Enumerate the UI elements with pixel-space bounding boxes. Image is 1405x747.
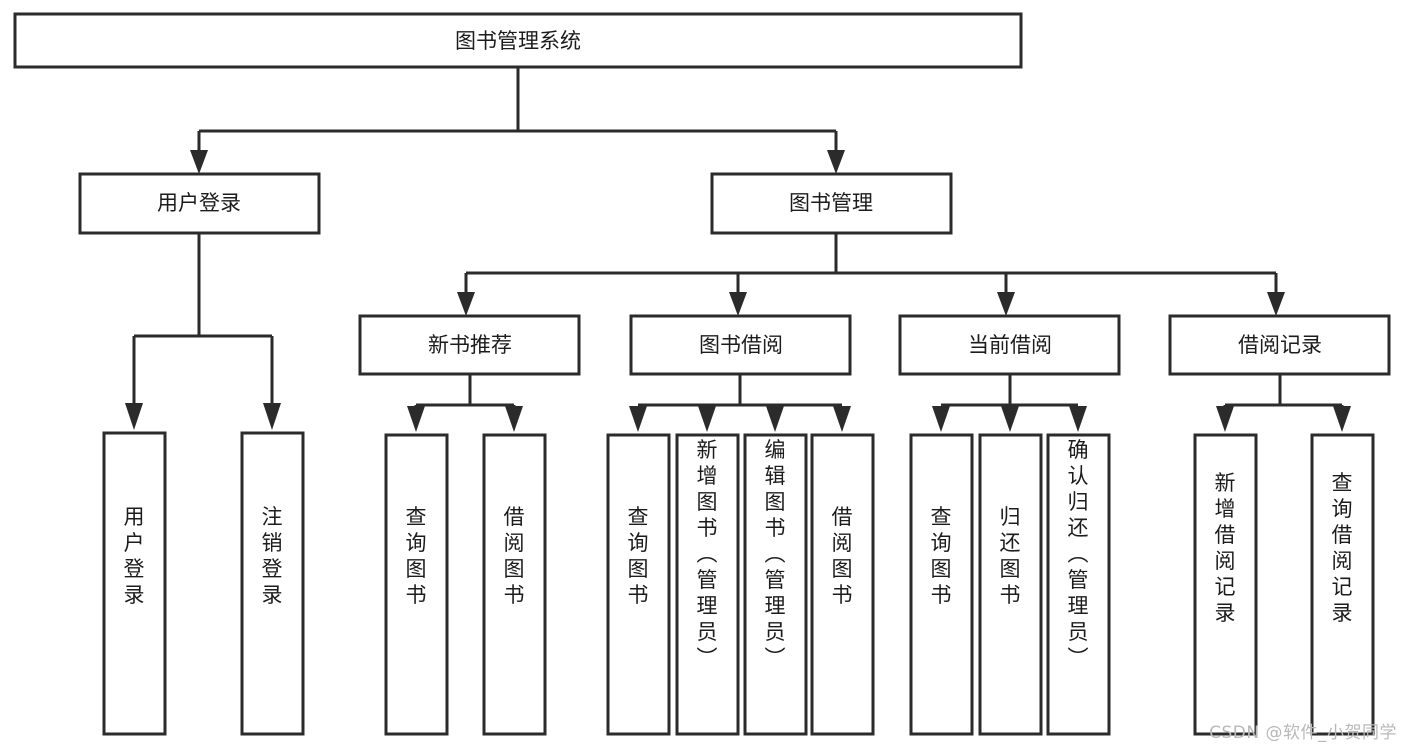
node-current-borrow[interactable]: 当前借阅 (898, 314, 1121, 376)
arrow-head-cb-leaf-1 (932, 406, 950, 432)
node-leaf-query-borrow-record-label: 查询借阅记录 (1332, 471, 1353, 625)
node-leaf-logout-label: 注销登录 (262, 505, 283, 607)
node-borrow-record[interactable]: 借阅记录 (1168, 314, 1391, 376)
arrow-head-borrow-record (1267, 292, 1285, 316)
arrow-head-cb-leaf-3 (1069, 406, 1087, 432)
node-leaf-user-login[interactable]: 用户登录 (102, 431, 167, 736)
arrow-head-leaf-user-login (125, 403, 143, 430)
arrow-head-br-leaf-1 (1216, 406, 1234, 432)
node-leaf-query-book-nb[interactable]: 查询图书 (384, 433, 449, 736)
arrow-head-nb-leaf-2 (505, 406, 523, 432)
node-root-system-label: 图书管理系统 (455, 29, 581, 53)
arrow-head-bb-leaf-2 (698, 406, 716, 432)
arrow-head-new-book-recommend (457, 292, 475, 316)
node-leaf-query-borrow-record[interactable]: 查询借阅记录 (1310, 433, 1375, 736)
arrow-head-current-borrow (997, 292, 1015, 316)
node-leaf-return-book[interactable]: 归还图书 (978, 433, 1043, 736)
node-leaf-edit-book-label: 编辑图书︵管理员︶ (765, 438, 786, 670)
node-leaf-query-book-cb-label: 查询图书 (931, 505, 952, 607)
node-borrow-record-label: 借阅记录 (1238, 333, 1322, 357)
arrow-head-user-login (190, 150, 208, 174)
node-leaf-edit-book[interactable]: 编辑图书︵管理员︶ (743, 433, 808, 736)
node-leaf-confirm-return[interactable]: 确认归还︵管理员︶ (1046, 433, 1111, 736)
node-current-borrow-label: 当前借阅 (968, 333, 1052, 357)
node-leaf-query-book-bb-label: 查询图书 (628, 505, 649, 607)
node-new-book-recommend[interactable]: 新书推荐 (358, 314, 581, 376)
arrow-head-bb-leaf-1 (629, 406, 647, 432)
arrow-head-bb-leaf-4 (833, 406, 851, 432)
arrow-head-nb-leaf-1 (407, 406, 425, 432)
node-leaf-query-book-bb[interactable]: 查询图书 (606, 433, 671, 736)
node-user-login[interactable]: 用户登录 (78, 172, 321, 235)
node-leaf-add-borrow-record-label: 新增借阅记录 (1215, 471, 1236, 625)
node-book-borrow[interactable]: 图书借阅 (629, 314, 852, 376)
node-leaf-user-login-label: 用户登录 (124, 505, 145, 607)
node-leaf-borrow-book-nb-label: 借阅图书 (504, 505, 525, 607)
node-leaf-query-book-nb-label: 查询图书 (406, 505, 427, 607)
arrow-head-book-borrow (729, 292, 747, 316)
node-leaf-confirm-return-label: 确认归还︵管理员︶ (1068, 438, 1089, 670)
node-leaf-add-borrow-record[interactable]: 新增借阅记录 (1193, 433, 1258, 736)
node-new-book-recommend-label: 新书推荐 (428, 333, 512, 357)
node-user-login-label: 用户登录 (157, 191, 241, 215)
node-leaf-add-book[interactable]: 新增图书︵管理员︶ (675, 433, 740, 736)
node-leaf-borrow-book-nb[interactable]: 借阅图书 (482, 433, 547, 736)
node-book-management[interactable]: 图书管理 (710, 172, 953, 235)
arrow-head-cb-leaf-2 (1001, 406, 1019, 432)
node-leaf-return-book-label: 归还图书 (1000, 505, 1021, 607)
arrow-head-leaf-logout (263, 403, 281, 430)
csdn-watermark: CSDN @软件_小贺同学 (1209, 723, 1397, 743)
node-leaf-add-book-label: 新增图书︵管理员︶ (697, 438, 718, 670)
node-book-borrow-label: 图书借阅 (699, 333, 783, 357)
node-leaf-borrow-book-bb-label: 借阅图书 (832, 505, 853, 607)
node-root-system[interactable]: 图书管理系统 (13, 12, 1023, 69)
node-leaf-logout[interactable]: 注销登录 (240, 431, 305, 736)
arrow-head-br-leaf-2 (1333, 406, 1351, 432)
arrow-head-bb-leaf-3 (766, 406, 784, 432)
node-book-management-label: 图书管理 (789, 191, 873, 215)
arrow-head-book-manage (827, 150, 845, 174)
node-leaf-borrow-book-bb[interactable]: 借阅图书 (810, 433, 875, 736)
node-leaf-query-book-cb[interactable]: 查询图书 (909, 433, 974, 736)
connector-layer (125, 67, 1351, 432)
